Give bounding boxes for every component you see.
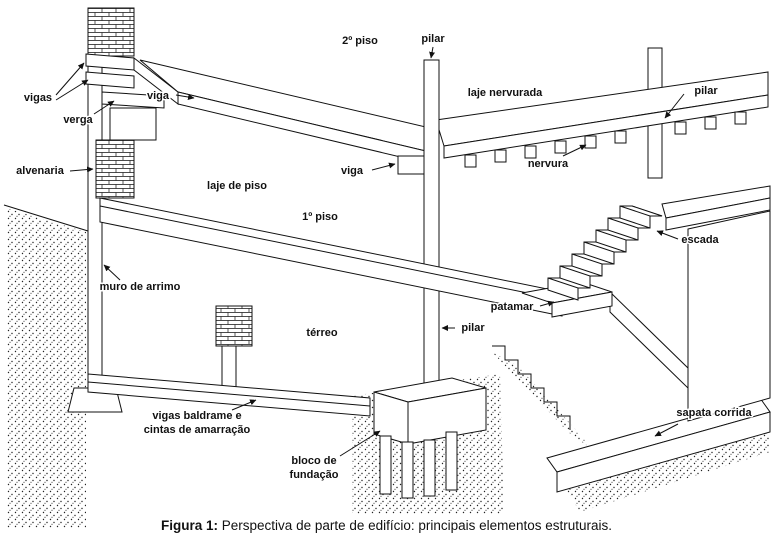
strip-footing-face [556,411,771,493]
support-wall [687,210,771,422]
stepped-ground-cut [492,345,571,430]
arrow-verga [93,100,115,115]
label-bloco-fundacao-2: fundação [290,469,339,481]
label-verga: verga [63,114,93,126]
label-bloco-fundacao-1: bloco de [291,455,336,467]
lintel-verga [101,91,165,109]
callout-arrows [55,46,685,457]
stair-treads [547,205,663,289]
label-2-piso: 2º piso [342,35,378,47]
label-vigas-baldrame-2: cintas de amarração [144,424,251,436]
figure-caption-number: Figura 1: [161,518,219,533]
masonry-top [87,7,135,57]
label-1-piso: 1º piso [302,211,338,223]
foundation-piles [379,431,458,499]
arrow-alvenaria [69,166,94,173]
soil-left [6,208,86,528]
label-viga-intermediaria: viga [341,165,364,177]
label-pilar-intermediario: pilar [461,322,485,334]
wall-opening [109,107,157,141]
label-muro-de-arrimo: muro de arrimo [100,281,181,293]
figure-caption-text: Perspectiva de parte de edifício: princi… [218,518,612,533]
diagram-labels: vigas verga viga 2º piso pilar laje nerv… [15,32,754,483]
label-pilar-direito: pilar [694,85,718,97]
second-floor-slab [139,59,431,175]
arrow-escada [656,230,679,240]
slab2-surface [139,59,431,153]
label-alvenaria: alvenaria [16,165,65,177]
arrow-viga-superior [175,94,195,100]
center-column [423,59,440,393]
baldrame-slab [87,373,371,417]
ribs [464,111,747,168]
label-viga-superior: viga [147,90,170,102]
label-terreo: térreo [306,327,337,339]
figure-caption: Figura 1: Perspectiva de parte de edifíc… [0,518,773,533]
arrow-vigas-1 [55,62,85,96]
ground-floor-structure [87,305,371,417]
drop-beam [397,155,425,175]
arrow-viga-intermediaria [371,162,396,171]
label-vigas-baldrame-1: vigas baldrame e [152,410,241,422]
label-patamar: patamar [491,301,535,313]
first-floor-slab [99,197,563,317]
ribbed-slab [435,47,769,179]
patamar-edge [551,291,613,318]
upper-landing-edge [665,197,771,231]
short-column [221,345,237,391]
arrow-pilar-superior [429,46,436,59]
masonry-mid [95,139,135,199]
arrow-bloco-fundacao [339,430,381,457]
staircase-body [547,205,663,301]
arrow-vigas-2 [55,79,89,101]
terrain-line [3,204,89,232]
label-vigas: vigas [24,92,52,104]
block-right-face [407,387,487,445]
arrow-sapata-corrida [654,423,679,437]
foundation-block [373,377,487,499]
arrow-nervura [562,144,587,157]
ribslab-edge [443,94,769,159]
masonry-terreo [215,305,253,347]
label-laje-de-piso: laje de piso [207,180,267,192]
slab1-edge [99,197,563,317]
label-escada: escada [681,234,719,246]
arrow-patamar [539,300,555,307]
label-sapata-corrida: sapata corrida [676,407,752,419]
arrow-vigas-baldrame [231,399,257,411]
label-pilar-superior: pilar [421,33,445,45]
lower-flight [609,290,691,392]
arrow-muro-de-arrimo [103,264,121,281]
label-nervura: nervura [528,158,569,170]
arrow-pilar-direito [664,93,685,119]
label-laje-nervurada: laje nervurada [468,87,543,99]
